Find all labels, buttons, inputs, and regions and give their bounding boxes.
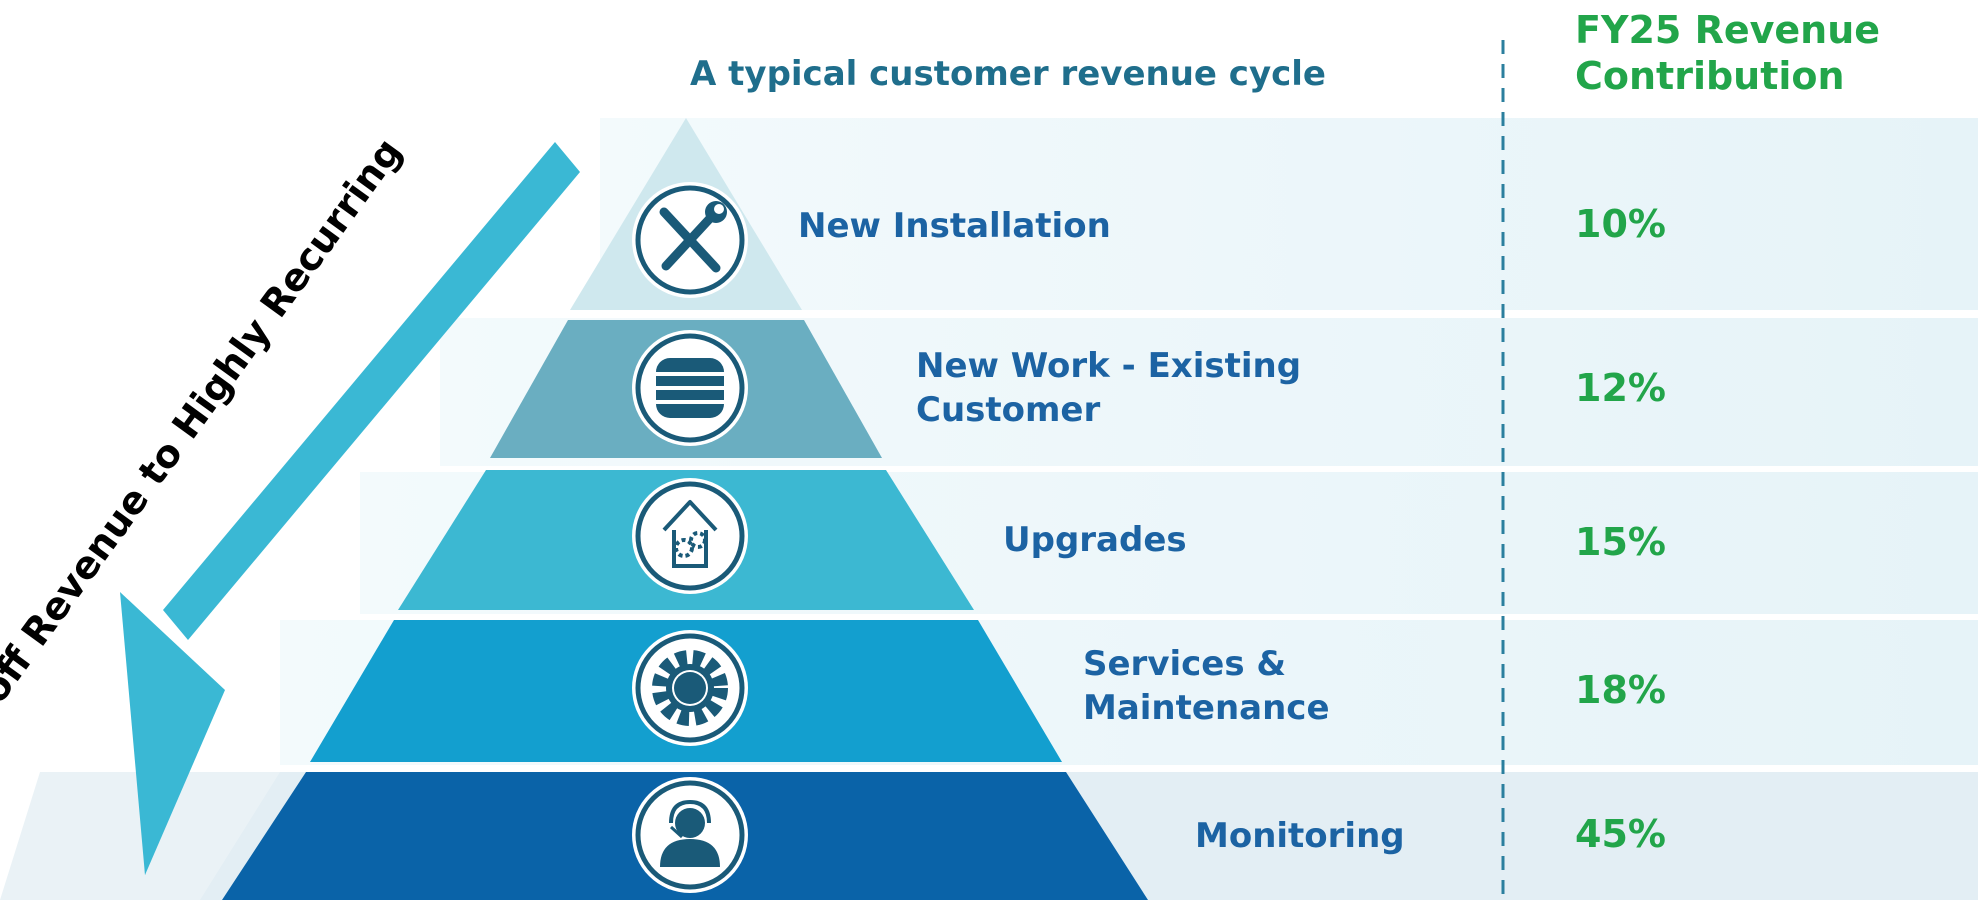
level-label-services-line1: Services & <box>1083 644 1287 684</box>
percent-monitoring: 45% <box>1575 812 1666 856</box>
database-icon <box>632 330 748 446</box>
headset-operator-icon <box>632 777 748 893</box>
tools-icon <box>632 182 748 298</box>
level-label-upgrades: Upgrades <box>1003 520 1187 560</box>
level-label-new-work-line2: Customer <box>916 390 1101 430</box>
level-label-new-installation: New Installation <box>798 206 1111 246</box>
column-header-line1: FY25 Revenue <box>1575 8 1881 52</box>
percent-new-installation: 10% <box>1575 202 1666 246</box>
level-label-services-line2: Maintenance <box>1083 688 1330 728</box>
gear-icon <box>632 630 748 746</box>
percent-upgrades: 15% <box>1575 520 1666 564</box>
percent-services: 18% <box>1575 668 1666 712</box>
band-left-fade <box>0 772 280 900</box>
band-row-1 <box>600 118 1978 310</box>
diagram-title: A typical customer revenue cycle <box>690 54 1326 94</box>
column-header-line2: Contribution <box>1575 54 1845 98</box>
recurring-arrow <box>120 142 580 875</box>
level-label-new-work-line1: New Work - Existing <box>916 346 1302 386</box>
house-gears-icon <box>632 478 748 594</box>
level-label-monitoring: Monitoring <box>1195 816 1405 856</box>
percent-new-work: 12% <box>1575 366 1666 410</box>
